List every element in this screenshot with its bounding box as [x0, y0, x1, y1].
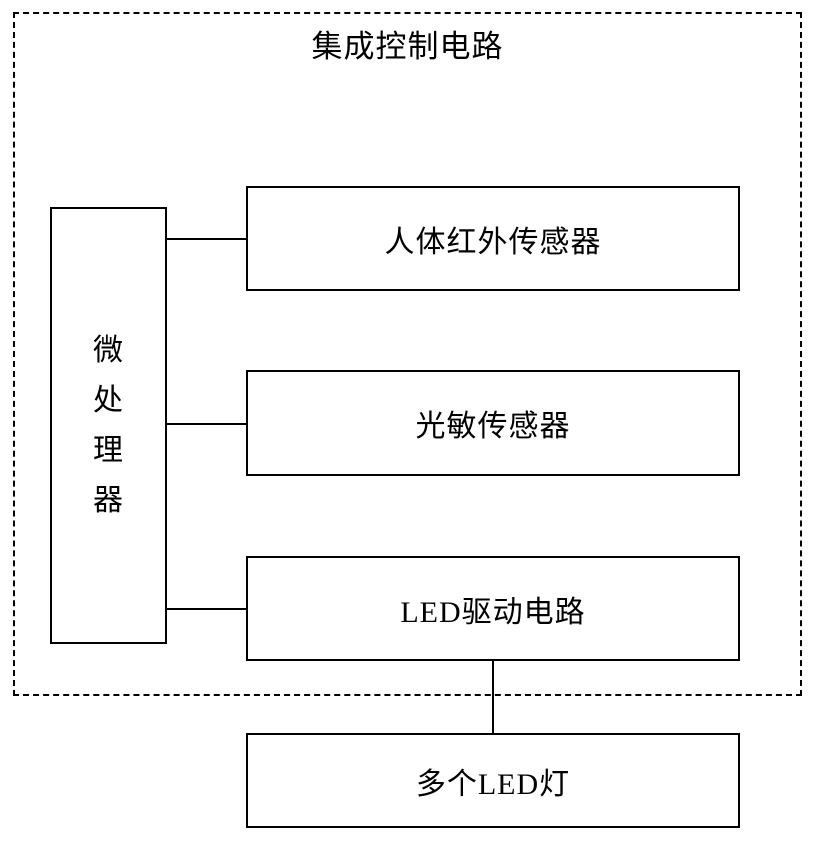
block-microprocessor-label: 微处理器: [93, 333, 124, 517]
diagram-title: 集成控制电路: [311, 29, 504, 64]
block-multiple-led-lamps-label: 多个LED灯: [415, 767, 571, 801]
block-microprocessor: 微处理器: [50, 207, 167, 644]
block-photosensitive-sensor: 光敏传感器: [246, 370, 740, 476]
block-human-infrared-sensor: 人体红外传感器: [246, 186, 740, 291]
block-multiple-led-lamps: 多个LED灯: [246, 733, 740, 828]
block-photosensitive-sensor-label: 光敏传感器: [415, 410, 571, 443]
block-human-infrared-sensor-label: 人体红外传感器: [384, 225, 602, 259]
connector-mcu-to-led-driver: [167, 608, 247, 610]
connector-mcu-to-infrared-sensor: [167, 238, 247, 240]
integrated-control-circuit-boundary: [13, 12, 802, 696]
connector-led-driver-to-led-lamps: [492, 660, 494, 734]
block-led-driver-circuit: LED驱动电路: [246, 556, 740, 661]
connector-mcu-to-photosensitive-sensor: [167, 423, 247, 425]
block-led-driver-circuit-label: LED驱动电路: [400, 595, 586, 629]
